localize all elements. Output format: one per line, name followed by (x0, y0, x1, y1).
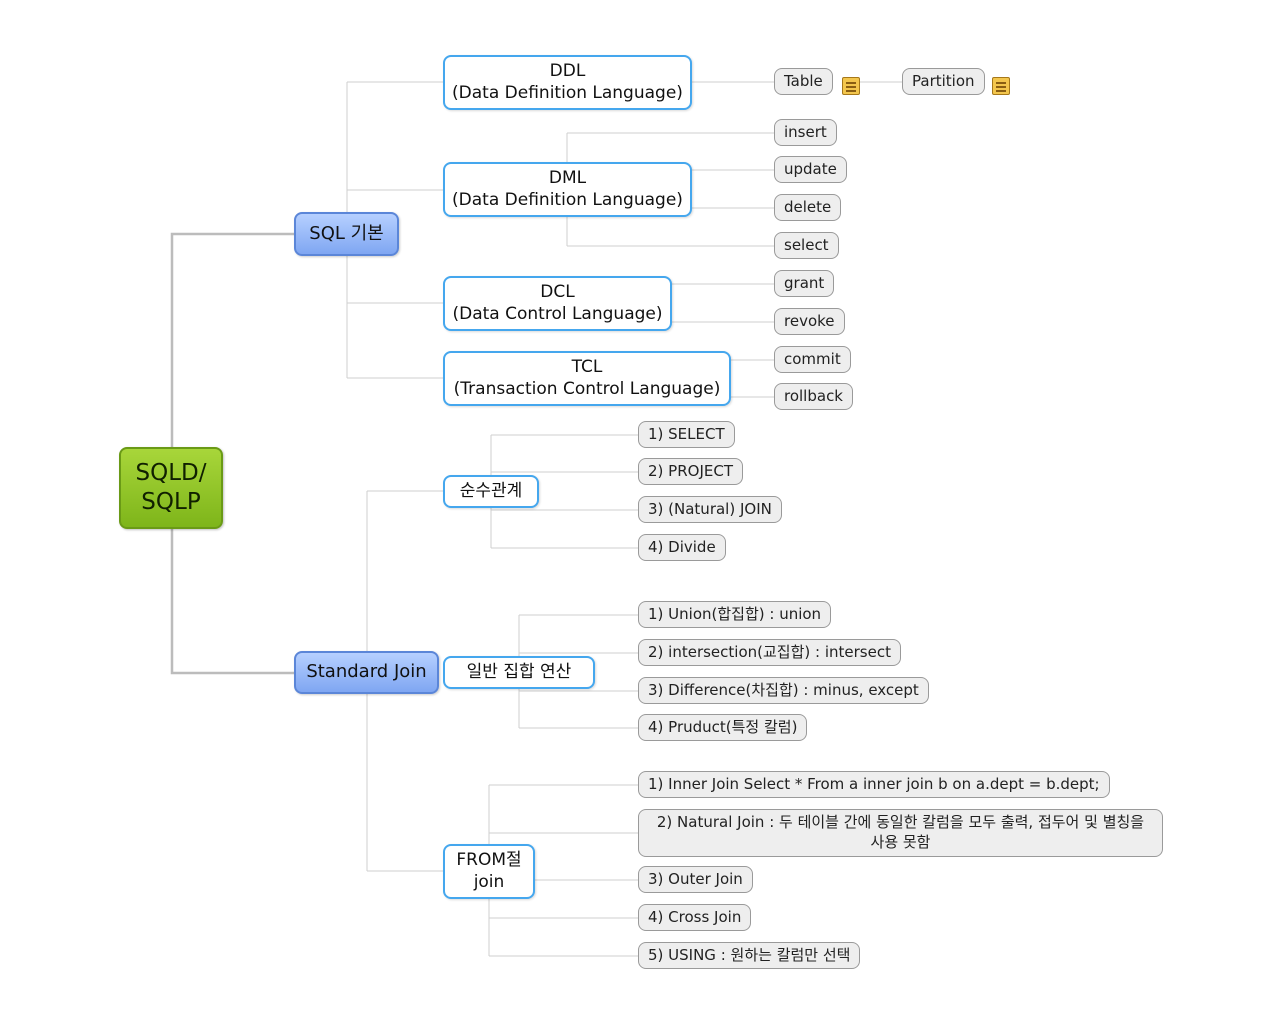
join-item-using[interactable]: 5) USING : 원하는 칼럼만 선택 (638, 942, 861, 969)
tcl-item-rollback[interactable]: rollback (774, 383, 853, 410)
ddl-item-partition[interactable]: Partition (902, 68, 985, 95)
dml-item-insert[interactable]: insert (774, 119, 837, 146)
tcl-item-commit[interactable]: commit (774, 346, 851, 373)
dml-item-delete[interactable]: delete (774, 194, 842, 221)
dml-subtitle: (Data Definition Language) (452, 189, 683, 210)
set-item-intersection[interactable]: 2) intersection(교집합) : intersect (638, 639, 901, 666)
join-item-cross[interactable]: 4) Cross Join (638, 904, 752, 931)
ddl-node[interactable]: DDL (Data Definition Language) (443, 55, 692, 110)
ddl-title: DDL (549, 61, 586, 82)
connector-root-sql-basic (170, 232, 295, 448)
standard-join-label: Standard Join (306, 661, 427, 683)
connector-dcl-items (672, 283, 775, 323)
dcl-title: DCL (540, 282, 575, 303)
from-join-title: FROM절 (456, 850, 522, 871)
root-label-line2: SQLP (141, 489, 201, 515)
ddl-subtitle: (Data Definition Language) (452, 82, 683, 103)
ddl-item-table[interactable]: Table (774, 68, 833, 95)
set-ops-node[interactable]: 일반 집합 연산 (443, 656, 595, 689)
set-item-product[interactable]: 4) Pruduct(특정 칼럼) (638, 714, 808, 741)
pure-item-select[interactable]: 1) SELECT (638, 421, 735, 448)
pure-relational-node[interactable]: 순수관계 (443, 475, 539, 508)
tcl-subtitle: (Transaction Control Language) (453, 378, 721, 399)
connector-sql-subs (347, 81, 444, 379)
set-item-union[interactable]: 1) Union(합집합) : union (638, 601, 832, 628)
pure-relational-label: 순수관계 (459, 480, 523, 501)
join-item-natural[interactable]: 2) Natural Join : 두 테이블 간에 동일한 칼럼을 모두 출력… (638, 809, 1163, 857)
dml-item-select[interactable]: select (774, 232, 839, 259)
join-item-outer[interactable]: 3) Outer Join (638, 866, 753, 893)
dcl-subtitle: (Data Control Language) (452, 303, 663, 324)
dcl-item-revoke[interactable]: revoke (774, 308, 845, 335)
sql-basic-label: SQL 기본 (309, 222, 384, 244)
dml-title: DML (548, 168, 587, 189)
dml-item-update[interactable]: update (774, 156, 847, 183)
tcl-title: TCL (571, 357, 603, 378)
from-join-subtitle: join (473, 871, 505, 892)
set-ops-label: 일반 집합 연산 (466, 661, 572, 682)
root-label-line1: SQLD/ (135, 460, 207, 487)
pure-item-divide[interactable]: 4) Divide (638, 534, 726, 561)
pure-item-project[interactable]: 2) PROJECT (638, 458, 743, 485)
tcl-node[interactable]: TCL (Transaction Control Language) (443, 351, 731, 406)
pure-item-join[interactable]: 3) (Natural) JOIN (638, 496, 782, 523)
note-icon[interactable] (842, 77, 860, 95)
join-item-inner[interactable]: 1) Inner Join Select * From a inner join… (638, 771, 1110, 798)
dcl-node[interactable]: DCL (Data Control Language) (443, 276, 672, 331)
dcl-item-grant[interactable]: grant (774, 270, 835, 297)
connector-tcl-items (731, 359, 775, 398)
note-icon[interactable] (992, 77, 1010, 95)
connector-root-standard-join (170, 528, 295, 675)
root-node[interactable]: SQLD/ SQLP (119, 447, 223, 529)
from-join-node[interactable]: FROM절 join (443, 844, 535, 899)
sql-basic-node[interactable]: SQL 기본 (294, 212, 399, 256)
standard-join-node[interactable]: Standard Join (294, 651, 439, 694)
dml-node[interactable]: DML (Data Definition Language) (443, 162, 692, 217)
set-item-difference[interactable]: 3) Difference(차집합) : minus, except (638, 677, 929, 704)
